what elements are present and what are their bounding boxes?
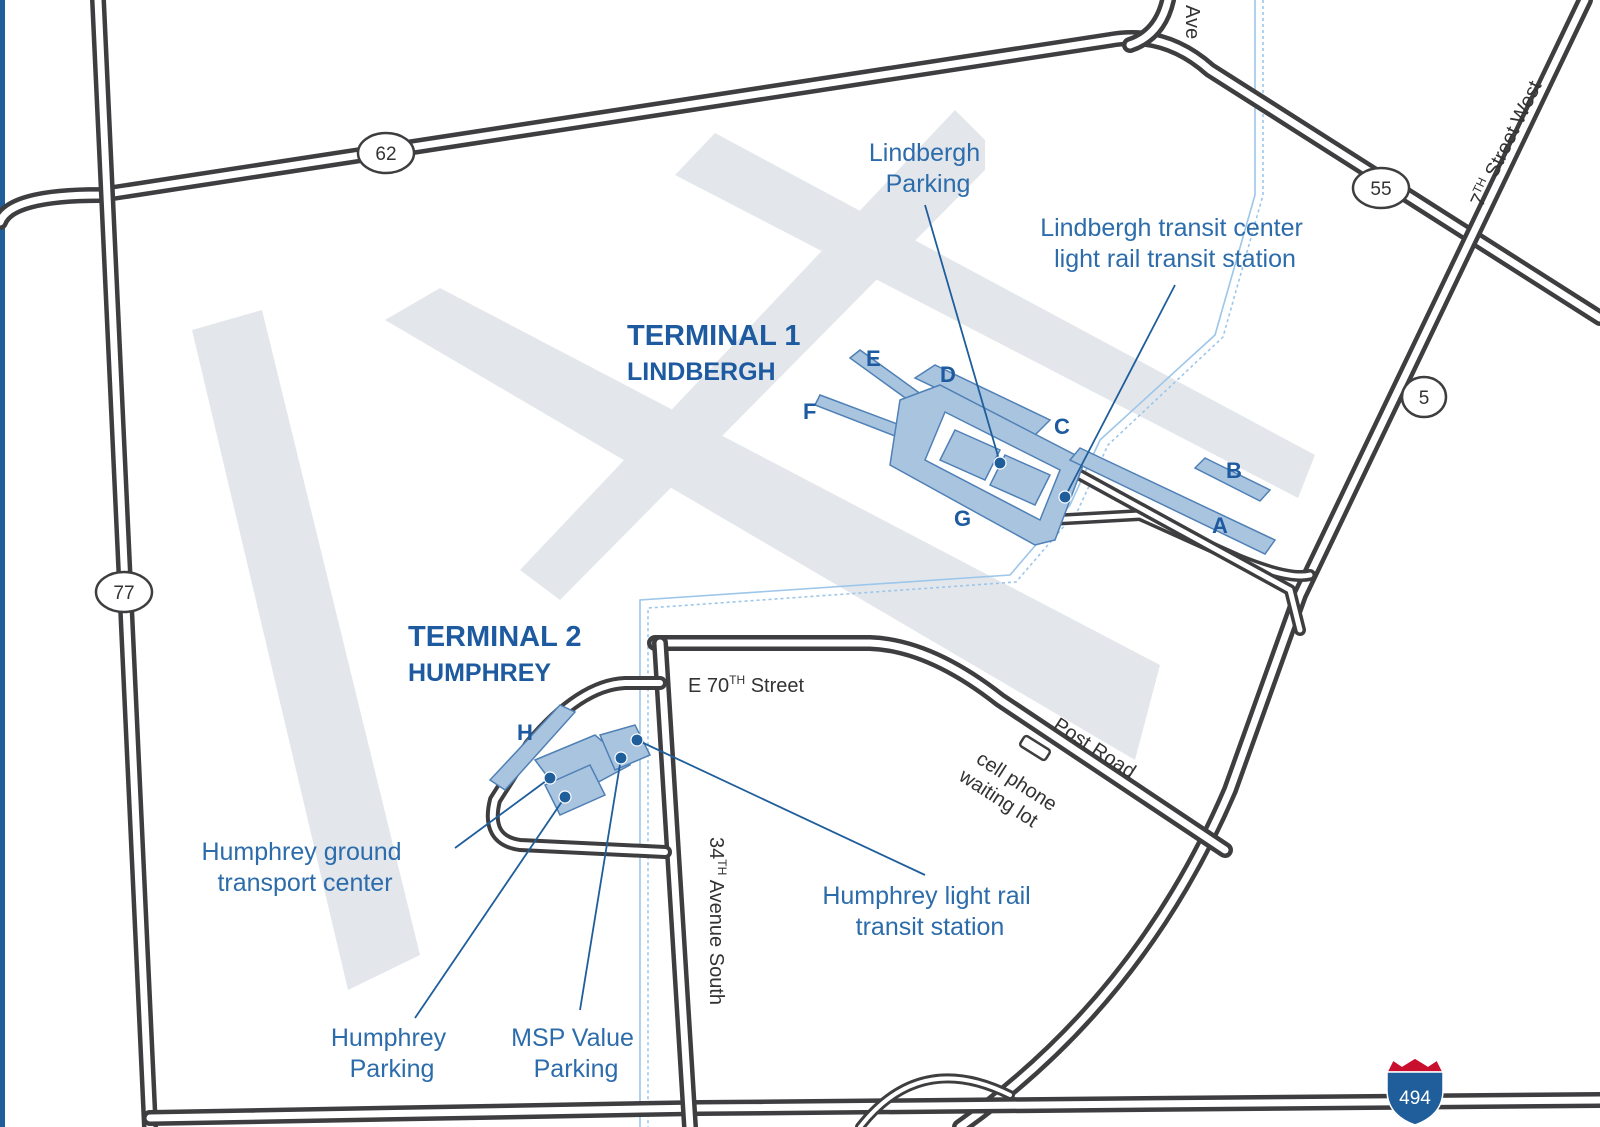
street-e70th: E 70TH Street (688, 673, 805, 697)
svg-text:77: 77 (113, 583, 134, 604)
shield-hwy-62: 62 (356, 131, 416, 175)
shield-interstate-494: 494 (1385, 1057, 1445, 1126)
gate-label-b: B (1226, 458, 1242, 483)
concourse-h (488, 704, 577, 791)
dot-msp-value-parking (614, 751, 628, 765)
leader-humphrey-parking (414, 796, 566, 1019)
lindbergh-parking-ramp-2 (988, 454, 1052, 506)
leader-humphrey-ground (454, 777, 551, 849)
street-ave-top: Ave (1181, 5, 1203, 39)
terminal-2-title: TERMINAL 2 (408, 621, 581, 653)
terminal-titles: TERMINAL 1 LINDBERGH TERMINAL 2 HUMPHREY (408, 320, 800, 687)
svg-text:62: 62 (375, 144, 396, 165)
facility-labels: Lindbergh Parking Lindbergh transit cent… (201, 139, 1310, 1083)
runway-west-vertical (192, 310, 420, 990)
humphrey-lrt-label: Humphrey light rail transit station (822, 882, 1037, 941)
humphrey-parking-ramp (543, 764, 607, 816)
shield-hwy-5: 5 (1400, 375, 1448, 419)
street-7th-west: 7TH Street West (1465, 76, 1547, 210)
gate-label-g: G (954, 506, 971, 531)
msp-value-parking-label: MSP Value Parking (511, 1024, 641, 1083)
svg-text:5: 5 (1419, 388, 1430, 409)
dot-humphrey-lrt (630, 733, 644, 747)
leader-msp-value-parking (579, 757, 622, 1011)
dot-lindbergh-parking (993, 456, 1007, 470)
map-left-border (0, 0, 5, 1127)
lindbergh-parking-label: Lindbergh Parking (869, 139, 987, 198)
concourse-f (813, 394, 902, 437)
leader-lines (414, 204, 1176, 1019)
route-shields: 62 55 5 77 494 (94, 131, 1448, 1126)
leader-lindbergh-parking (924, 204, 1001, 464)
leader-lindbergh-transit (1064, 284, 1176, 498)
cell-phone-lot-marker (1018, 734, 1052, 762)
runway-crosswind (520, 110, 985, 600)
runway-long-diagonal (675, 133, 1315, 498)
dot-lindbergh-transit (1058, 490, 1072, 504)
dot-humphrey-parking (558, 790, 572, 804)
lindbergh-parking-ramp-1 (938, 429, 1002, 481)
svg-text:494: 494 (1399, 1088, 1431, 1109)
terminal-1-subtitle: LINDBERGH (627, 358, 776, 386)
runway-main-diagonal (385, 288, 1160, 760)
concourse-b (1193, 457, 1272, 502)
gate-label-c: C (1054, 414, 1070, 439)
terminal-1-title: TERMINAL 1 (627, 320, 800, 352)
terminal-2-buildings (488, 704, 652, 816)
runways (192, 110, 1315, 990)
street-34th-avenue-south: 34TH Avenue South (705, 837, 729, 1005)
humphrey-ground-label: Humphrey ground transport center (201, 838, 408, 897)
gate-labels: E D F C B G A H (517, 346, 1242, 745)
gate-label-h: H (517, 720, 533, 745)
gate-label-f: F (803, 399, 816, 424)
shield-hwy-55: 55 (1351, 166, 1411, 210)
gate-label-d: D (940, 362, 956, 387)
shield-hwy-77: 77 (94, 570, 154, 614)
lindbergh-transit-label: Lindbergh transit center light rail tran… (1040, 214, 1310, 273)
svg-text:55: 55 (1370, 179, 1391, 200)
leader-humphrey-lrt (636, 739, 926, 876)
concourse-c (1068, 447, 1277, 555)
terminal-1-buildings (813, 349, 1277, 555)
gate-label-a: A (1212, 513, 1228, 538)
terminal-2-subtitle: HUMPHREY (408, 659, 551, 687)
gate-label-e: E (866, 346, 881, 371)
cell-phone-waiting-lot-label: cell phone waiting lot (954, 744, 1065, 839)
humphrey-parking-label: Humphrey Parking (331, 1024, 453, 1083)
dot-humphrey-ground (543, 771, 557, 785)
